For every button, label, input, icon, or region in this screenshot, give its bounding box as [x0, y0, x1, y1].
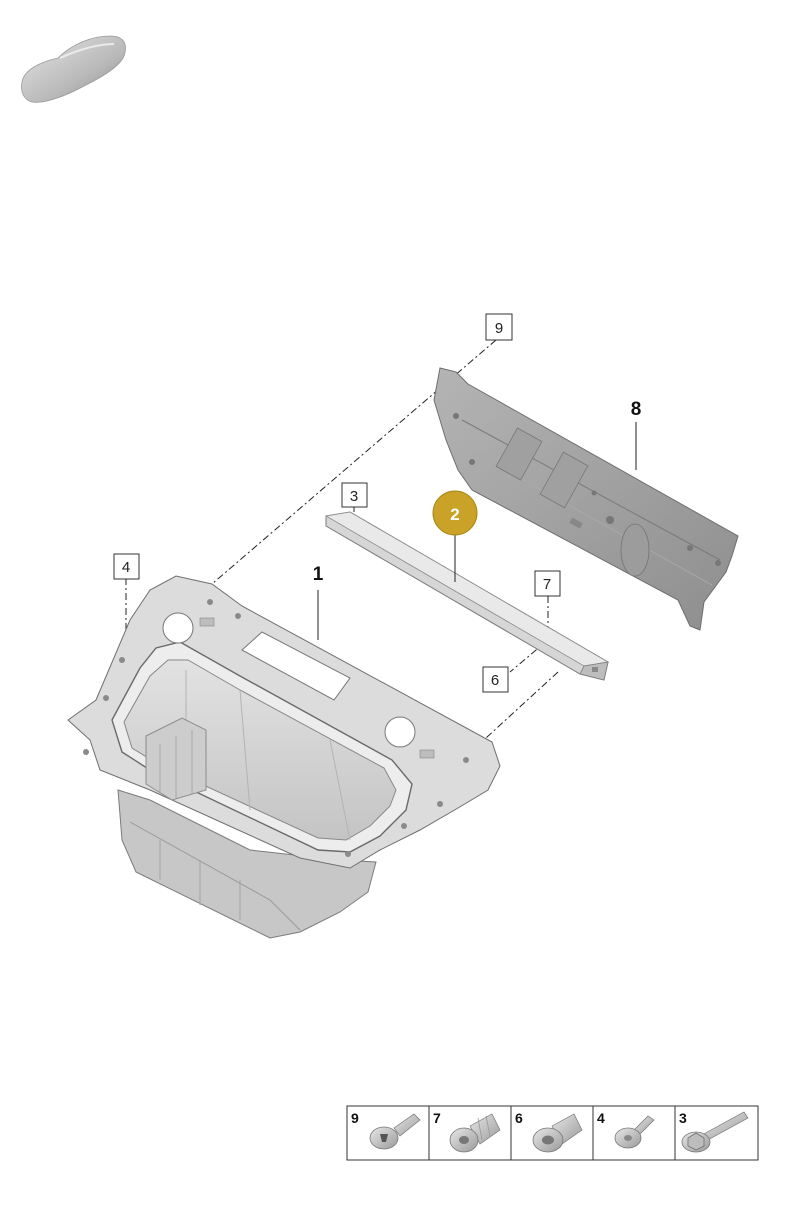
- svg-text:7: 7: [433, 1110, 441, 1126]
- parts-strip-cell-9[interactable]: 9: [351, 1110, 421, 1150]
- svg-text:8: 8: [631, 399, 642, 420]
- flange-bolt-icon: [681, 1111, 749, 1153]
- svg-text:6: 6: [491, 672, 499, 689]
- parts-strip-cell-4[interactable]: 4: [597, 1110, 655, 1149]
- svg-text:9: 9: [351, 1110, 359, 1126]
- callout-7[interactable]: 7: [534, 570, 561, 597]
- callout-2-highlighted[interactable]: 2: [432, 490, 478, 536]
- callout-9[interactable]: 9: [485, 313, 513, 341]
- rear-panel-part-8: [433, 367, 739, 631]
- callout-8[interactable]: 8: [631, 399, 642, 420]
- parts-strip: 9 7 6: [346, 1105, 759, 1161]
- callout-1[interactable]: 1: [313, 564, 324, 585]
- svg-text:4: 4: [122, 559, 130, 576]
- parts-strip-cell-3[interactable]: 3: [679, 1110, 749, 1153]
- callout-4[interactable]: 4: [113, 553, 140, 580]
- strip-part-2: [324, 511, 610, 681]
- svg-text:3: 3: [350, 488, 358, 505]
- callout-3[interactable]: 3: [341, 482, 368, 508]
- expanding-rivet-icon: [614, 1115, 655, 1149]
- callout-6[interactable]: 6: [482, 666, 509, 693]
- parts-strip-cell-7[interactable]: 7: [433, 1110, 501, 1153]
- highlight-circle: [432, 490, 478, 536]
- svg-text:7: 7: [543, 576, 551, 593]
- luggage-compartment-part-1: [67, 575, 501, 939]
- parts-strip-cell-6[interactable]: 6: [515, 1110, 583, 1153]
- flange-rivet-nut-icon: [532, 1113, 583, 1153]
- rivet-nut-icon: [449, 1113, 501, 1153]
- torx-bolt-icon: [369, 1113, 421, 1150]
- svg-text:2: 2: [450, 505, 459, 524]
- svg-text:1: 1: [313, 564, 324, 585]
- svg-text:4: 4: [597, 1110, 605, 1126]
- svg-text:9: 9: [495, 320, 503, 337]
- svg-text:3: 3: [679, 1110, 687, 1126]
- svg-text:6: 6: [515, 1110, 523, 1126]
- vehicle-silhouette-icon: [21, 35, 126, 103]
